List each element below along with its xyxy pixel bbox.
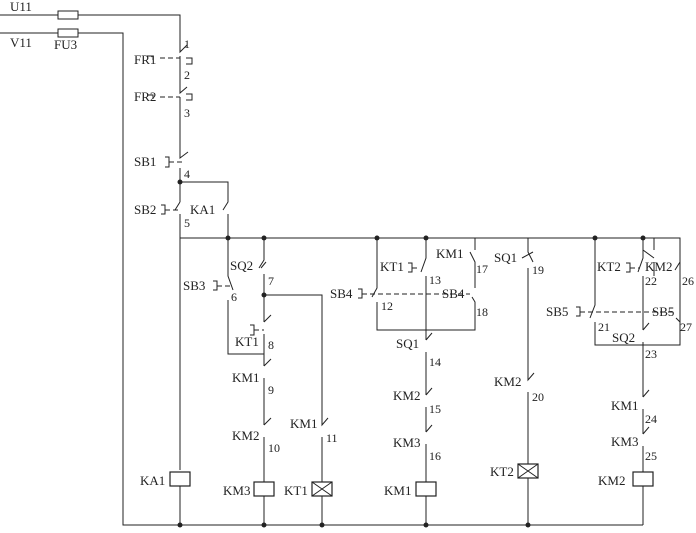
sb4-label-2: SB4 — [442, 286, 465, 301]
coil-label-kt1: KT1 — [284, 483, 308, 498]
coil-label-km2: KM2 — [598, 473, 625, 488]
node-18: 18 — [476, 305, 488, 319]
node-3: 3 — [184, 106, 190, 120]
sb5-label-2: SB5 — [652, 304, 674, 319]
node-2: 2 — [184, 68, 190, 82]
node-17: 17 — [476, 262, 488, 276]
rail-left: FR1 FR2 SB1 SB2 KA1 KA1 — [134, 38, 229, 525]
kt1-contact-label-2: KT1 — [380, 259, 404, 274]
node-13: 13 — [429, 273, 441, 287]
km1-contact-label-4: KM1 — [611, 398, 638, 413]
node-4: 4 — [184, 167, 190, 181]
sb3-label: SB3 — [183, 278, 205, 293]
km3-contact-label-2: KM3 — [611, 434, 638, 449]
fuse-label: FU3 — [54, 37, 77, 52]
node-23: 23 — [645, 347, 657, 361]
node-10: 10 — [268, 441, 280, 455]
branch-km2: SB5 SB5 KT2 KM2 SQ2 KM1 KM3 KM2 — [546, 238, 681, 525]
node-8: 8 — [268, 338, 274, 352]
node-16: 16 — [429, 449, 441, 463]
sq2-label: SQ2 — [230, 258, 253, 273]
km2-contact-label-3: KM2 — [494, 374, 521, 389]
km2-contact-label-4: KM2 — [645, 259, 672, 274]
node-14: 14 — [429, 355, 441, 369]
fuse-v11 — [57, 28, 79, 38]
phase-label-v11: V11 — [10, 35, 32, 50]
phase-label-u11: U11 — [10, 0, 32, 14]
branch-km3: SB3 SQ2 KT1 KM1 KM2 KM3 — [183, 238, 275, 525]
node-numbers: 1 2 3 4 5 6 7 8 9 10 11 12 13 14 15 16 1… — [184, 37, 694, 463]
bus-line — [180, 237, 681, 262]
node-22: 22 — [645, 274, 657, 288]
km2-contact-label-2: KM2 — [393, 388, 420, 403]
sb2-label: SB2 — [134, 202, 156, 217]
node-11: 11 — [326, 431, 338, 445]
node-24: 24 — [645, 412, 657, 426]
sb1-label: SB1 — [134, 154, 156, 169]
coil-km2 — [632, 471, 654, 487]
node-9: 9 — [268, 383, 274, 397]
supply-lines: U11 V11 FU3 — [0, 0, 643, 526]
node-1: 1 — [184, 37, 190, 51]
sq1-contact-label-2: SQ1 — [494, 250, 517, 265]
km2-contact-label: KM2 — [232, 428, 259, 443]
node-21: 21 — [598, 320, 610, 334]
junction-dots — [177, 179, 646, 528]
ka1-contact-label: KA1 — [190, 202, 215, 217]
node-15: 15 — [429, 402, 441, 416]
fr2-label: FR2 — [134, 89, 156, 104]
branch-kt2: SQ1 KM2 KT2 — [490, 238, 539, 525]
fuse-u11 — [57, 10, 79, 20]
node-7: 7 — [268, 274, 274, 288]
fr1-label: FR1 — [134, 52, 156, 67]
km1-contact-label-3: KM1 — [436, 246, 463, 261]
coil-label-km1: KM1 — [384, 483, 411, 498]
km3-contact-label: KM3 — [393, 435, 420, 450]
sq1-contact-label: SQ1 — [396, 336, 419, 351]
node-5: 5 — [184, 216, 190, 230]
node-20: 20 — [532, 390, 544, 404]
sb5-label: SB5 — [546, 304, 568, 319]
km1-contact-label: KM1 — [232, 370, 259, 385]
node-12: 12 — [381, 299, 393, 313]
branch-km1: SB4 SB4 KT1 KM1 SQ1 KM2 KM3 KM1 — [330, 238, 476, 525]
kt2-contact-label: KT2 — [597, 259, 621, 274]
coil-label-kt2: KT2 — [490, 464, 514, 479]
sb4-label: SB4 — [330, 286, 353, 301]
coil-km3 — [253, 481, 275, 497]
coil-label-km3: KM3 — [223, 483, 250, 498]
km1-contact-label-2: KM1 — [290, 416, 317, 431]
node-27: 27 — [680, 320, 692, 334]
coil-ka1 — [169, 471, 191, 487]
node-6: 6 — [231, 290, 237, 304]
coil-km1 — [415, 481, 437, 497]
node-19: 19 — [532, 263, 544, 277]
kt1-contact-label: KT1 — [235, 334, 259, 349]
node-25: 25 — [645, 449, 657, 463]
node-26: 26 — [682, 274, 694, 288]
branch-kt1: KM1 KT1 — [264, 294, 333, 525]
sq2-contact-label-2: SQ2 — [612, 330, 635, 345]
coil-label-ka1: KA1 — [140, 473, 165, 488]
